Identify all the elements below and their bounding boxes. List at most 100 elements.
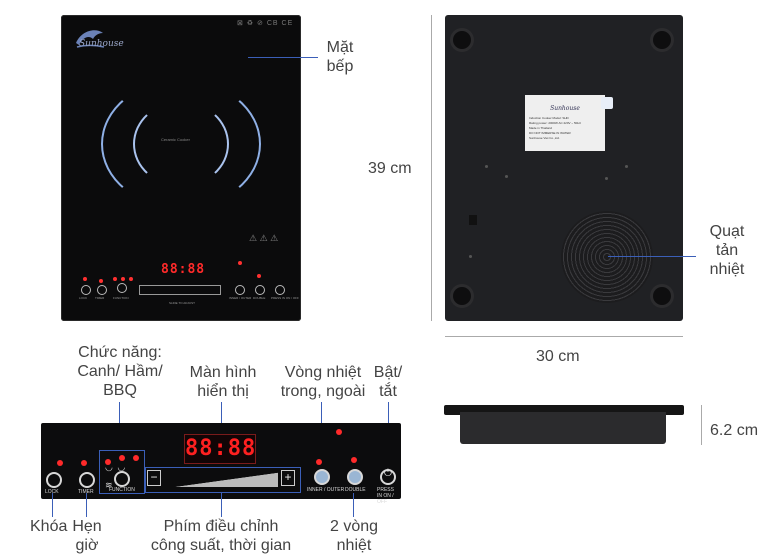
timer-button[interactable] xyxy=(97,285,107,295)
pot-icon: ◡ xyxy=(117,462,126,472)
control-panel: 88:88 LOCK TIMER ◡ ◡ ≋ FUNCTION − + INNE… xyxy=(41,423,401,505)
indicator-light xyxy=(83,277,87,281)
double-button[interactable] xyxy=(255,285,265,295)
rubber-foot xyxy=(653,287,671,305)
dolphin-logo-icon xyxy=(76,30,105,48)
warning-icons: ⚠ ⚠ ⚠ xyxy=(249,233,279,243)
power-caption: PRESS IN ON / OFF xyxy=(271,296,299,300)
lock-label: Khóa xyxy=(30,518,68,535)
indicator-light xyxy=(238,261,242,265)
double-caption: DOUBLE xyxy=(253,296,266,300)
timer-pointer xyxy=(86,493,87,517)
vent-hole xyxy=(505,175,508,178)
lock-pointer xyxy=(52,493,53,517)
timer-indicator xyxy=(81,460,87,466)
timer-caption: TIMER xyxy=(78,489,94,495)
slide-caption: SLIDE TO ADJUST xyxy=(169,301,195,305)
cooktop-side-top xyxy=(444,405,684,415)
mini-display: 88:88 xyxy=(161,262,206,277)
sticker-line: Induction Cooker Model: SHD xyxy=(529,116,569,120)
sticker-line: Sunhouse Viet Co.,Ltd. xyxy=(529,136,560,140)
pot-icon: ◡ xyxy=(105,462,113,472)
function-indicator xyxy=(133,455,139,461)
depth-label: 6.2 cm xyxy=(710,422,759,439)
certification-sticker xyxy=(601,97,613,109)
rubber-foot xyxy=(453,31,471,49)
function-button[interactable] xyxy=(117,283,127,293)
plus-button[interactable]: + xyxy=(281,470,295,486)
function-caption: FUNCTION xyxy=(109,487,135,493)
sticker-line: DO NOT IMMERSE IN WATER xyxy=(529,131,571,135)
lock-button[interactable] xyxy=(46,472,62,488)
sticker-line: Rating power: 2000W AC 220V ~ 50Hz xyxy=(529,121,581,125)
surface-pointer-line xyxy=(248,57,318,58)
rubber-foot xyxy=(653,31,671,49)
indicator-light xyxy=(336,429,342,435)
power-slider[interactable] xyxy=(139,285,221,295)
cooktop-bottom-view: Sunhouse Induction Cooker Model: SHD Rat… xyxy=(445,15,683,321)
function-indicator xyxy=(105,459,111,465)
minus-button[interactable]: − xyxy=(147,470,161,486)
lock-indicator xyxy=(57,460,63,466)
outer-heating-ring xyxy=(101,79,261,209)
rubber-foot xyxy=(453,287,471,305)
inner-outer-button[interactable] xyxy=(235,285,245,295)
center-label: Ceramic Cooker xyxy=(161,137,190,142)
vent-hole xyxy=(485,165,488,168)
timer-caption: TIMER xyxy=(95,296,105,300)
double-indicator xyxy=(351,457,357,463)
grill-icon: ≋ xyxy=(105,480,113,490)
width-label: 30 cm xyxy=(536,348,580,365)
indicator-light xyxy=(99,279,103,283)
vent-hole xyxy=(605,177,608,180)
function-icons: ◡ ◡ ≋ xyxy=(105,457,137,490)
rating-label-sticker: Sunhouse Induction Cooker Model: SHD Rat… xyxy=(525,95,605,151)
double-pointer xyxy=(353,493,354,517)
power-cord-outlet xyxy=(469,215,477,225)
inner-outer-caption: INNER / OUTER xyxy=(307,487,345,493)
lock-button[interactable] xyxy=(81,285,91,295)
double-button[interactable] xyxy=(347,469,363,485)
function-group-box xyxy=(99,450,145,494)
power-button[interactable]: ⏻ xyxy=(380,468,396,485)
inner-heating-ring xyxy=(133,101,229,187)
sticker-line: Made in Thailand xyxy=(529,126,552,130)
indicator-light xyxy=(113,277,117,281)
function-caption: FUNCTION xyxy=(113,296,129,300)
cooling-fan-grille xyxy=(561,211,653,303)
cooktop-surface: Sunhouse ⊠ ♻ ⊘ CB CE Ceramic Cooker ⚠ ⚠ … xyxy=(61,15,301,321)
slider-group-box xyxy=(145,467,301,493)
depth-dimension-line xyxy=(701,405,702,445)
vent-hole xyxy=(469,255,472,258)
width-dimension-line xyxy=(445,336,683,337)
inner-outer-indicator xyxy=(316,459,322,465)
power-caption: PRESS IN ON / OFF xyxy=(377,487,394,505)
height-dimension-line xyxy=(431,15,432,321)
timer-button[interactable] xyxy=(79,472,95,488)
lock-caption: LOCK xyxy=(79,296,88,300)
certification-marks: ⊠ ♻ ⊘ CB CE xyxy=(237,20,294,27)
fan-pointer-line xyxy=(608,256,696,257)
function-indicator xyxy=(119,455,125,461)
double-caption: DOUBLE xyxy=(345,487,366,493)
indicator-light xyxy=(121,277,125,281)
power-button[interactable] xyxy=(275,285,285,295)
height-label: 39 cm xyxy=(368,160,412,177)
brand-name: Sunhouse xyxy=(79,39,124,49)
indicator-light xyxy=(129,277,133,281)
power-icon: ⏻ xyxy=(384,468,392,479)
power-time-slider[interactable] xyxy=(162,471,278,487)
adjust-pointer xyxy=(221,493,222,517)
panel-display: 88:88 xyxy=(184,434,256,464)
function-button[interactable] xyxy=(114,471,130,487)
inner-outer-button[interactable] xyxy=(314,469,330,485)
cooktop-side-body xyxy=(460,412,666,444)
vent-hole xyxy=(625,165,628,168)
